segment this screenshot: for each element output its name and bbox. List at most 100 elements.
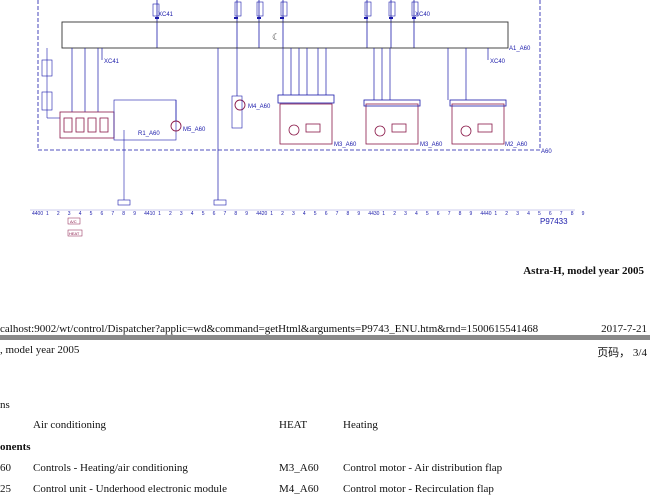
ruler-tick: 3 <box>180 211 183 217</box>
top-wires <box>156 0 415 48</box>
header-separator <box>0 335 650 340</box>
ruler-tick: 9 <box>133 211 136 217</box>
abbreviations-heading: ns <box>0 399 10 411</box>
ruler-tick: 4 <box>191 211 194 217</box>
m5-motor <box>170 100 182 132</box>
ruler-tick: 9 <box>245 211 248 217</box>
ruler-tick: 6 <box>213 211 216 217</box>
ruler-tick: 8 <box>122 211 125 217</box>
ruler-tick: 9 <box>357 211 360 217</box>
ruler-tick: 8 <box>571 211 574 217</box>
ruler-tick: 7 <box>560 211 563 217</box>
ruler-tick: 8 <box>347 211 350 217</box>
figure-number: P97433 <box>540 217 568 226</box>
bottom-connectors <box>117 199 227 206</box>
label-xc41-left: XC41 <box>104 59 120 65</box>
m2-group <box>449 99 507 145</box>
component-text2: Control motor - Recirculation flap <box>343 483 494 495</box>
abbr-text: Air conditioning <box>33 419 107 431</box>
label-m3a: M3_A60 <box>334 142 357 148</box>
ruler-group-label: 4420 <box>256 211 267 217</box>
ruler-group-label: 4410 <box>144 211 155 217</box>
ruler-tick: 2 <box>57 211 60 217</box>
ruler-group-label: 4400 <box>32 211 43 217</box>
ruler-tick: 7 <box>336 211 339 217</box>
label-m2: M2_A60 <box>505 142 528 148</box>
ruler-tick: 8 <box>234 211 237 217</box>
ruler-tick: 1 <box>382 211 385 217</box>
label-a60: A60 <box>541 149 552 155</box>
tag-heat: HEAT <box>69 231 80 236</box>
a1-control-unit <box>61 21 509 49</box>
ruler-tick: 4 <box>303 211 306 217</box>
ruler-tick: 6 <box>437 211 440 217</box>
ruler-tick: 6 <box>101 211 104 217</box>
label-r1: R1_A60 <box>138 131 160 137</box>
ruler-tick: 1 <box>158 211 161 217</box>
label-a1: A1_A60 <box>509 46 531 52</box>
component-text: Control unit - Underhood electronic modu… <box>33 483 227 495</box>
ruler-tick: 3 <box>404 211 407 217</box>
ruler-tick: 1 <box>494 211 497 217</box>
ruler-tick: 7 <box>448 211 451 217</box>
wiring-diagram: ☾ <box>30 0 585 237</box>
ruler-group-label: 4440 <box>480 211 491 217</box>
ruler-tick: 4 <box>415 211 418 217</box>
ruler-tick: 4 <box>527 211 530 217</box>
ruler-group-label: 4430 <box>368 211 379 217</box>
ruler-tick: 7 <box>111 211 114 217</box>
ruler-tick: 2 <box>281 211 284 217</box>
ruler-tick: 2 <box>505 211 508 217</box>
label-m5: M5_A60 <box>183 127 206 133</box>
left-switch-tags <box>41 48 60 119</box>
ruler-tick: 5 <box>314 211 317 217</box>
ruler-tick: 5 <box>202 211 205 217</box>
abbr-text2: Heating <box>343 419 378 431</box>
ruler-tick: 2 <box>169 211 172 217</box>
ruler-tick: 8 <box>459 211 462 217</box>
component-text2: Control motor - Air distribution flap <box>343 462 503 474</box>
ruler-tick: 3 <box>68 211 71 217</box>
ruler-tick: 9 <box>470 211 473 217</box>
ruler-tick: 1 <box>46 211 49 217</box>
source-url[interactable]: calhost:9002/wt/control/Dispatcher?appli… <box>0 323 539 335</box>
ruler-tick: 6 <box>325 211 328 217</box>
component-code: 60 <box>0 462 11 474</box>
r1-heater-resistors <box>59 111 115 139</box>
ruler-tick: 7 <box>224 211 227 217</box>
page-counter: 页码， 3/4 <box>597 347 647 359</box>
ruler-tick: 6 <box>549 211 552 217</box>
ruler-tick: 4 <box>79 211 82 217</box>
label-xc41-top: XC41 <box>158 12 174 18</box>
print-date: 2017-7-21 <box>601 323 647 335</box>
component-code: 25 <box>0 483 11 495</box>
tag-ac: A/C <box>70 219 77 224</box>
ruler-tick: 9 <box>582 211 585 217</box>
ruler-tick: 5 <box>426 211 429 217</box>
ruler-tick: 2 <box>393 211 396 217</box>
m3-group-b <box>363 99 421 145</box>
component-text: Controls - Heating/air conditioning <box>33 462 188 474</box>
a60-frame <box>37 0 541 151</box>
m4-motor <box>231 95 246 129</box>
ruler-tick: 1 <box>270 211 273 217</box>
abbr-code2: HEAT <box>279 419 308 431</box>
ruler-tick: 3 <box>516 211 519 217</box>
tags: A/C HEAT <box>67 217 83 237</box>
ruler-tick: 5 <box>538 211 541 217</box>
running-header: , model year 2005 <box>0 344 80 356</box>
label-xc40-right: XC40 <box>490 59 506 65</box>
m3-group-a <box>277 94 335 145</box>
svg-text:☾: ☾ <box>272 32 280 42</box>
page-caption: Astra-H, model year 2005 <box>523 265 644 277</box>
label-m4: M4_A60 <box>248 104 271 110</box>
top-wire-tags <box>152 1 419 17</box>
component-code2: M3_A60 <box>279 462 319 474</box>
a1-pin-wires <box>71 48 489 200</box>
ruler-tick: 5 <box>90 211 93 217</box>
components-heading: onents <box>0 441 31 453</box>
label-m3b: M3_A60 <box>420 142 443 148</box>
component-code2: M4_A60 <box>279 483 319 495</box>
ruler-tick: 3 <box>292 211 295 217</box>
